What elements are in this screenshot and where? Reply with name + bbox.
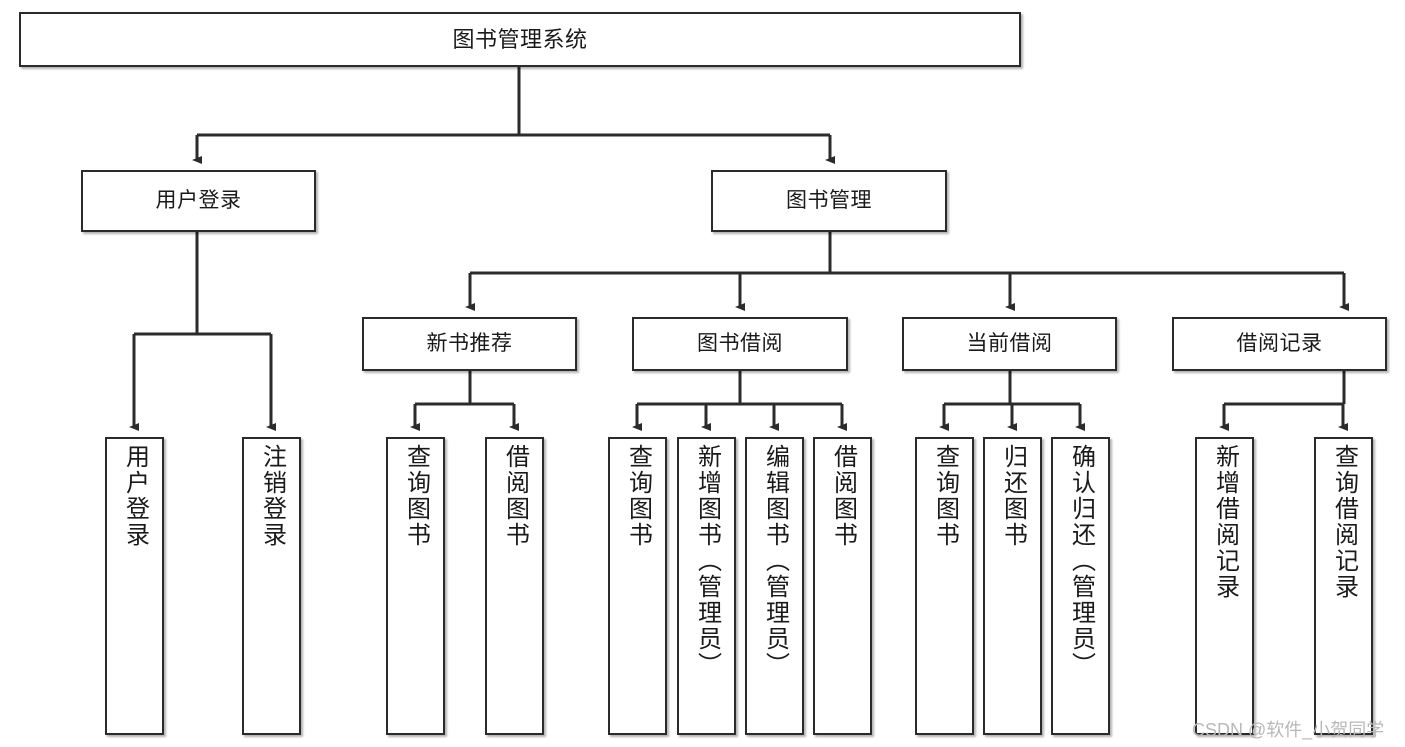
node-label: 查询图书	[931, 444, 959, 548]
node-leaf-query-book-recommend[interactable]: 查询图书	[386, 437, 445, 735]
node-leaf-edit-book-admin[interactable]: 编辑图书（管理员）	[745, 437, 804, 735]
node-book-management[interactable]: 图书管理	[711, 170, 947, 232]
node-label: 借阅图书	[501, 444, 529, 548]
node-root-system[interactable]: 图书管理系统	[19, 12, 1021, 67]
node-user-login[interactable]: 用户登录	[81, 170, 316, 232]
node-label: 编辑图书（管理员）	[761, 444, 789, 678]
node-leaf-return-book[interactable]: 归还图书	[983, 437, 1042, 735]
node-leaf-logout[interactable]: 注销登录	[242, 437, 301, 735]
node-leaf-add-book-admin[interactable]: 新增图书（管理员）	[677, 437, 736, 735]
node-label: 图书借阅	[697, 331, 783, 355]
node-borrow-record[interactable]: 借阅记录	[1172, 317, 1387, 371]
node-label: 查询借阅记录	[1330, 444, 1358, 600]
node-label: 图书管理系统	[452, 26, 588, 52]
node-label: 用户登录	[155, 188, 242, 212]
node-leaf-user-login[interactable]: 用户登录	[105, 437, 164, 735]
node-label: 借阅记录	[1236, 331, 1323, 355]
node-label: 确认归还（管理员）	[1067, 444, 1095, 678]
node-leaf-add-borrow-record[interactable]: 新增借阅记录	[1195, 437, 1254, 735]
node-leaf-query-borrow-record[interactable]: 查询借阅记录	[1314, 437, 1373, 735]
node-label: 借阅图书	[829, 444, 857, 548]
node-current-borrow[interactable]: 当前借阅	[902, 317, 1117, 371]
node-label: 当前借阅	[966, 331, 1053, 355]
node-label: 新增借阅记录	[1211, 444, 1239, 600]
node-leaf-borrow-book[interactable]: 借阅图书	[813, 437, 872, 735]
node-label: 归还图书	[999, 444, 1027, 548]
node-label: 注销登录	[258, 444, 286, 548]
node-label: 新增图书（管理员）	[693, 444, 721, 678]
node-label: 查询图书	[402, 444, 430, 548]
node-new-book-recommend[interactable]: 新书推荐	[362, 317, 577, 371]
node-leaf-query-book-borrow[interactable]: 查询图书	[608, 437, 667, 735]
node-book-borrow[interactable]: 图书借阅	[632, 317, 848, 371]
node-leaf-query-book-current[interactable]: 查询图书	[915, 437, 974, 735]
node-leaf-borrow-book-recommend[interactable]: 借阅图书	[485, 437, 544, 735]
node-label: 查询图书	[624, 444, 652, 548]
node-label: 新书推荐	[426, 331, 513, 355]
node-label: 用户登录	[121, 444, 149, 548]
node-leaf-confirm-return-admin[interactable]: 确认归还（管理员）	[1051, 437, 1110, 735]
node-label: 图书管理	[786, 188, 872, 212]
